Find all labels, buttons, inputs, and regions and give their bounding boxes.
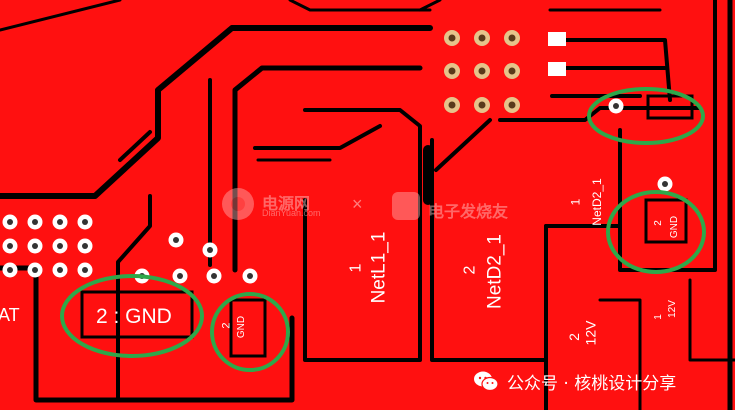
highlight-annotations xyxy=(60,87,706,372)
watermark-left-name: 电源网 xyxy=(262,196,311,213)
header-3x3 xyxy=(444,30,520,113)
netd2-net-name: NetD2_1 xyxy=(484,234,506,309)
netd2-pad-number: 2 xyxy=(461,265,479,275)
v12-big-net: 12V xyxy=(582,320,599,346)
footer-brand: 公众号 · 核桃设计分享 xyxy=(473,368,676,394)
smd-pad xyxy=(548,32,566,46)
netd2-small-net: NetD2_1 xyxy=(590,178,604,226)
small-pad-number: 2 xyxy=(220,322,233,329)
highlight-gnd-small xyxy=(210,292,290,372)
wechat-icon xyxy=(473,370,499,392)
smd-pad xyxy=(548,62,566,76)
v12-small-number: 1 xyxy=(652,314,664,320)
dianyuan-logo-icon xyxy=(222,188,254,220)
via-array-left xyxy=(2,214,93,278)
v12-small-net: 12V xyxy=(666,300,678,318)
netl1-net-name: NetL1_1 xyxy=(368,231,390,304)
gnd-pad-label: 2 : GND xyxy=(96,305,172,328)
netl1-pad-number: 1 xyxy=(347,263,365,273)
netd2-small-number: 1 xyxy=(568,198,583,206)
through-hole-pads xyxy=(2,30,673,284)
watermark-right-name: 电子发烧友 xyxy=(428,204,509,221)
footer-brand-text: 公众号 · 核桃设计分享 xyxy=(507,373,677,394)
pad-outlines xyxy=(80,94,694,358)
small-pad-net: GND xyxy=(236,315,248,339)
elecfans-robot-icon xyxy=(392,192,420,220)
highlight-gnd-right xyxy=(606,190,706,274)
highlight-top-right xyxy=(587,87,705,145)
watermark-elecfans: 电子发烧友 xyxy=(392,190,522,224)
highlight-gnd-left xyxy=(60,274,204,358)
gnd-right-net: GND xyxy=(669,215,681,239)
v12-big-number: 2 xyxy=(565,333,582,341)
watermark-dianyuan: 电源网 DianYuan.com xyxy=(222,186,362,222)
gnd-right-number: 2 xyxy=(652,220,664,226)
watermark-left-sub: DianYuan.com xyxy=(262,208,321,218)
watermark-separator: × xyxy=(352,194,363,214)
edge-left-fragment: AT xyxy=(0,305,20,325)
